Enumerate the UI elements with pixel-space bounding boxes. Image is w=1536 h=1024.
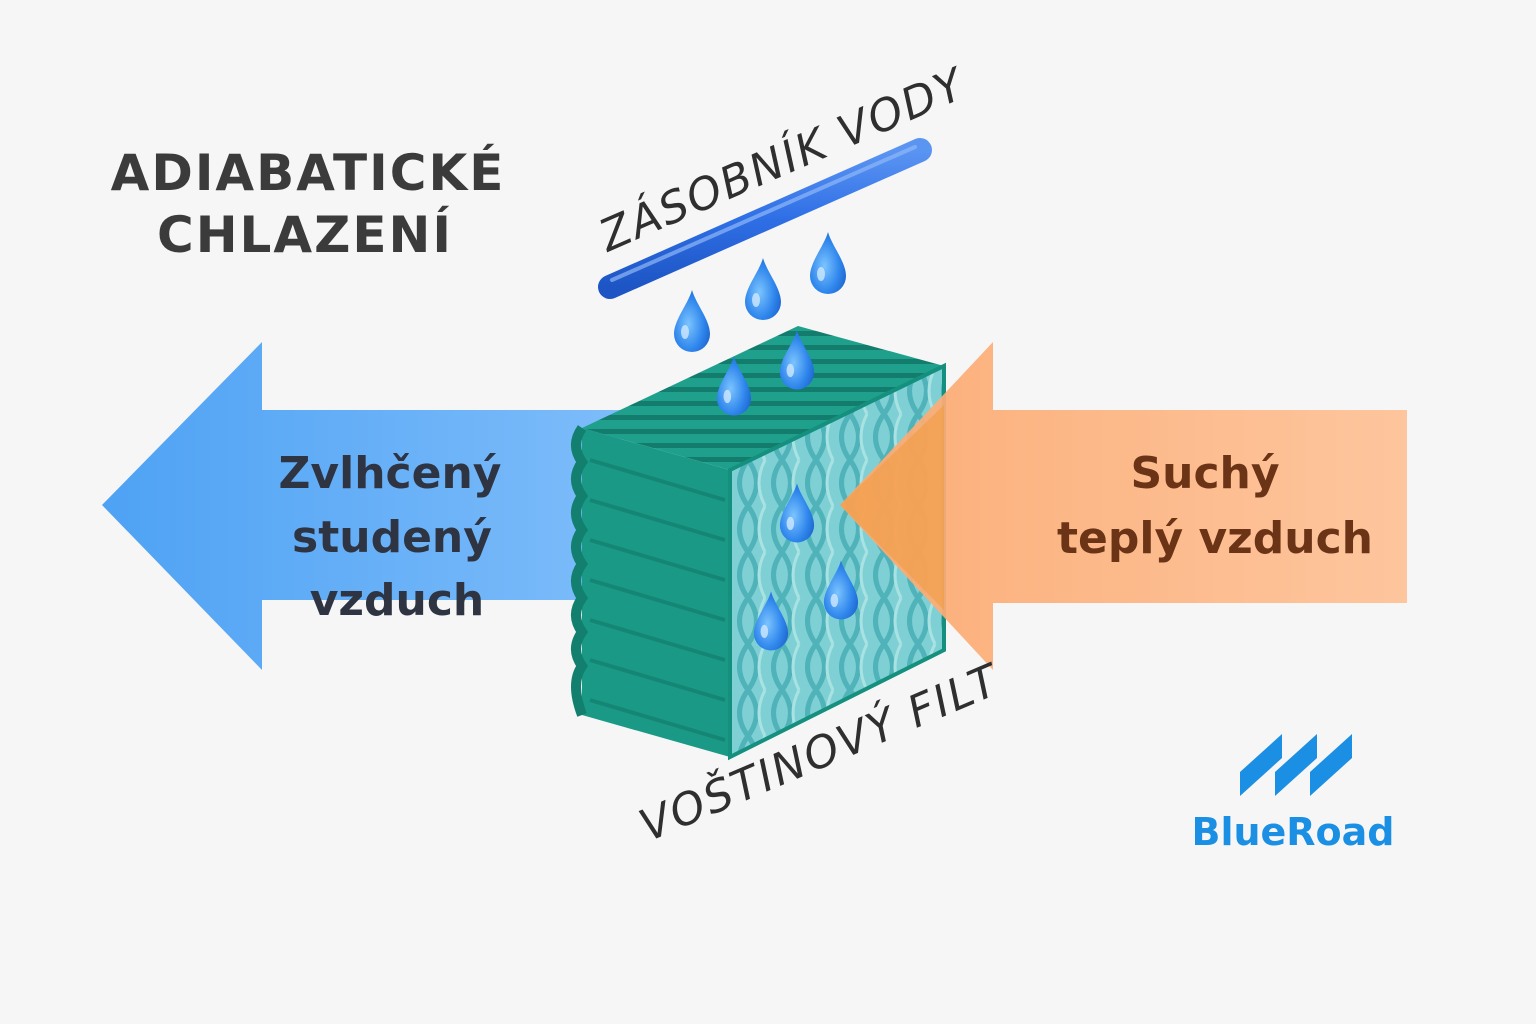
cold-air-label-line3: vzduch [310, 575, 485, 626]
diagram-title-line1: ADIABATICKÉ [111, 143, 506, 202]
cold-air-label-line1: Zvlhčený [279, 448, 502, 499]
cold-air-label-line2: studený [292, 512, 492, 563]
warm-air-label-line1: Suchý [1130, 448, 1279, 499]
water-pipe [598, 138, 932, 299]
warm-air-label-line2: teplý vzduch [1057, 513, 1373, 564]
cold-air-arrow [102, 342, 620, 670]
water-drop-icon [810, 232, 846, 294]
diagram-title-line2: CHLAZENÍ [157, 205, 453, 264]
blueroad-logo-icon [1240, 734, 1352, 796]
warm-air-arrow [840, 342, 1407, 670]
logo-wordmark: BlueRoad [1191, 810, 1394, 854]
water-drop-icon [674, 290, 710, 352]
blueroad-logo: BlueRoad [1191, 734, 1395, 854]
water-drop-icon [745, 258, 781, 320]
